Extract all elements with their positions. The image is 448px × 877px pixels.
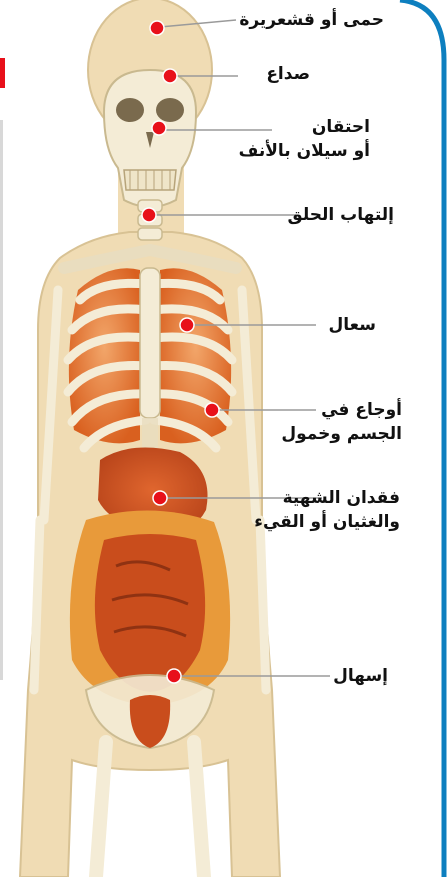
label-fever: حمى أو قشعريرة (239, 8, 384, 32)
label-headache: صداع (266, 62, 310, 86)
marker-appetite (153, 491, 167, 505)
marker-fever (150, 21, 164, 35)
label-congestion: احتقان أو سيلان بالأنف (239, 115, 370, 163)
sternum (140, 268, 160, 418)
label-sore-throat: إلتهاب الحلق (288, 203, 394, 227)
label-diarrhea: إسهال (333, 664, 388, 688)
marker-congestion (152, 121, 166, 135)
marker-body-aches (205, 403, 219, 417)
edge-mark (0, 58, 5, 88)
marker-cough (180, 318, 194, 332)
marker-diarrhea (167, 669, 181, 683)
frame-border (400, 0, 444, 877)
label-cough: سعال (329, 313, 376, 337)
left-edge-text-fragments (0, 120, 3, 680)
label-body-aches: أوجاع في الجسم وخمول (281, 398, 402, 446)
marker-sore-throat (142, 208, 156, 222)
marker-headache (163, 69, 177, 83)
label-appetite: فقدان الشهية والغثيان أو القيء (254, 486, 400, 534)
